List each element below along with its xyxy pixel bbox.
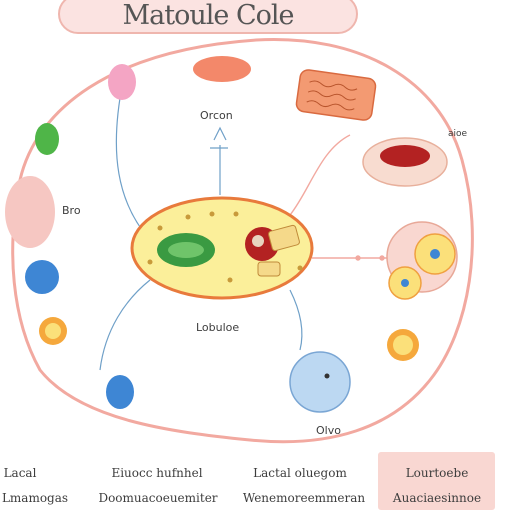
golgi-body [268, 224, 300, 252]
golgi-body-small [257, 261, 281, 277]
connector-node [355, 255, 361, 261]
page-title: Matoule Cole [122, 0, 295, 31]
ribosome-dot [209, 211, 215, 217]
legend-col1-line2: Lmamogas [1, 491, 69, 505]
organelle-pink-oval [108, 64, 136, 100]
ribosome-dot [157, 225, 163, 231]
connector-line [289, 134, 351, 216]
legend-col2-line1: Eiuocc hufnhel [111, 466, 203, 480]
organelle-squiggle [309, 80, 358, 91]
organelle-yellow-small-inner [45, 323, 61, 339]
organelle-yellow-right-2-core [401, 279, 409, 287]
legend-col4-line1: Lourtoebe [405, 466, 469, 480]
ribosome-dot [227, 277, 233, 283]
legend-col4-line2: Auaciaesinnoe [392, 491, 482, 505]
label-right-top: aioe [448, 129, 468, 139]
organelle-yellow-right-core [430, 249, 440, 259]
connector-line [115, 97, 151, 241]
organelle-squiggle [306, 100, 355, 111]
ribosome-dot [147, 259, 153, 265]
organelle-squiggle [307, 90, 356, 101]
legend-col3-line2: Wenemoreemmeran [242, 491, 366, 505]
vacuole [289, 351, 351, 413]
vacuole-dot [324, 373, 330, 379]
organelle-orange-pill [193, 56, 251, 82]
label-left-mid: Bro [62, 204, 81, 217]
connector-line [289, 289, 303, 351]
organelle-red-core [380, 145, 430, 167]
connector-line [210, 126, 228, 149]
nucleolus [252, 235, 264, 247]
organelle-blue-circle [25, 260, 59, 294]
ribosome-dot [185, 214, 191, 220]
legend-col2-line2: Doomuacoeuemiter [98, 491, 218, 505]
label-bottom-right: Olvo [316, 424, 341, 437]
connector-node [379, 255, 385, 261]
organelle-blue-bottom [106, 375, 134, 409]
title-banner: Matoule Cole [58, 0, 358, 34]
cell-membrane [11, 37, 474, 444]
legend-col3-line1: Lactal oluegom [253, 466, 347, 480]
ribosome-dot [233, 211, 239, 217]
label-top-center: Orcon [200, 109, 233, 122]
legend-highlight-box [378, 452, 495, 510]
ribosome-dot [297, 265, 303, 271]
legend-col1-line1: Lacal [3, 466, 37, 480]
organelle-green-circle [35, 123, 59, 155]
organelle-orange-block [295, 69, 377, 121]
chloroplast-inner [168, 242, 204, 258]
label-center-bottom: Lobuloe [196, 321, 240, 334]
organelle-pink-large [5, 176, 55, 248]
organelle-yellow-bottom-right-inner [393, 335, 413, 355]
connector-line [99, 279, 151, 371]
